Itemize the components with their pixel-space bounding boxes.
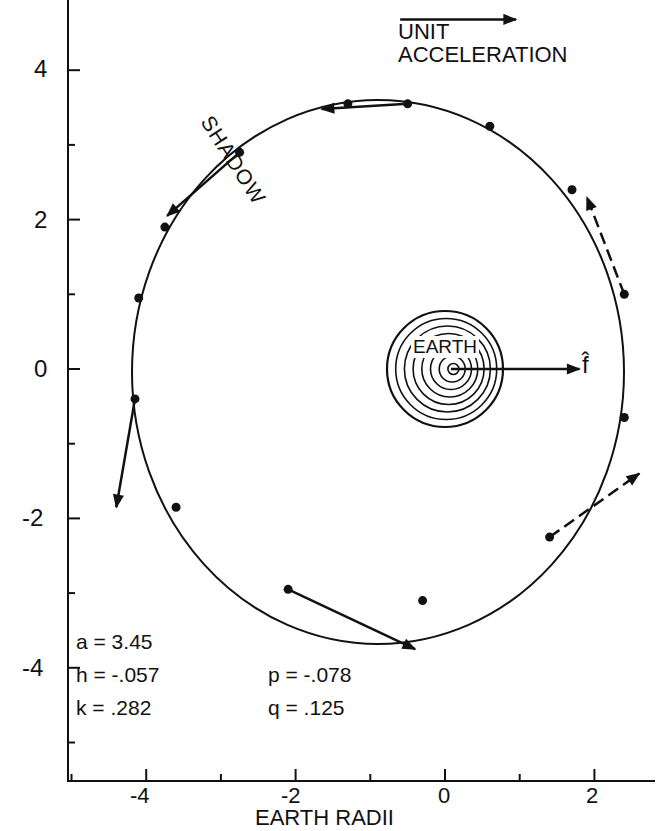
x-tick xyxy=(369,774,371,781)
orbit-point xyxy=(485,122,494,131)
y-tick xyxy=(68,144,75,146)
orbit-point xyxy=(620,413,629,422)
orbit xyxy=(132,100,624,644)
parameter: p = -.078 xyxy=(268,664,351,686)
y-tick-label: 0 xyxy=(34,356,47,381)
parameter: h = -.057 xyxy=(76,664,159,686)
orbit-point xyxy=(172,503,181,512)
acceleration-arrow xyxy=(550,474,640,537)
parameter: q = .125 xyxy=(268,697,344,719)
axis-title: EARTH RADII xyxy=(255,806,394,829)
parameter: a = 3.45 xyxy=(76,631,152,653)
x-tick-label: 0 xyxy=(438,784,450,807)
y-tick xyxy=(68,69,80,71)
x-axis xyxy=(67,780,655,782)
orbit-point xyxy=(134,294,143,303)
force-symbol: f̂ xyxy=(582,352,589,377)
x-tick xyxy=(71,774,73,781)
y-axis xyxy=(67,0,69,781)
x-tick xyxy=(593,769,595,781)
y-tick xyxy=(68,443,75,445)
y-tick xyxy=(68,219,80,221)
acceleration-arrow xyxy=(322,104,408,109)
x-tick-label: -4 xyxy=(130,784,150,807)
y-tick xyxy=(68,293,75,295)
unit-label: UNIT ACCELERATION xyxy=(398,20,548,66)
orbit-point xyxy=(567,185,576,194)
orbit-point xyxy=(418,596,427,605)
x-tick xyxy=(444,769,446,781)
y-tick xyxy=(68,517,80,519)
parameter: k = .282 xyxy=(76,697,151,719)
acceleration-arrow xyxy=(288,589,415,649)
y-tick-label: 2 xyxy=(34,207,47,232)
y-tick xyxy=(68,742,75,744)
acceleration-arrow xyxy=(587,197,624,294)
y-tick-label: -2 xyxy=(22,505,43,530)
acceleration-arrow xyxy=(451,368,579,371)
x-tick-label: 2 xyxy=(586,784,598,807)
x-tick-label: -2 xyxy=(281,784,301,807)
shadow-label: SHADOW xyxy=(197,112,270,208)
y-tick-label: -4 xyxy=(22,655,43,680)
x-tick xyxy=(220,774,222,781)
x-tick xyxy=(295,769,297,781)
earth-label: EARTH xyxy=(411,336,479,358)
y-tick-label: 4 xyxy=(34,56,47,81)
y-tick xyxy=(68,592,75,594)
earth-disc: EARTH xyxy=(411,335,479,359)
y-tick xyxy=(68,368,80,370)
x-tick xyxy=(145,769,147,781)
orbit-point xyxy=(160,223,169,232)
x-tick xyxy=(519,774,521,781)
acceleration-arrow xyxy=(116,399,135,507)
